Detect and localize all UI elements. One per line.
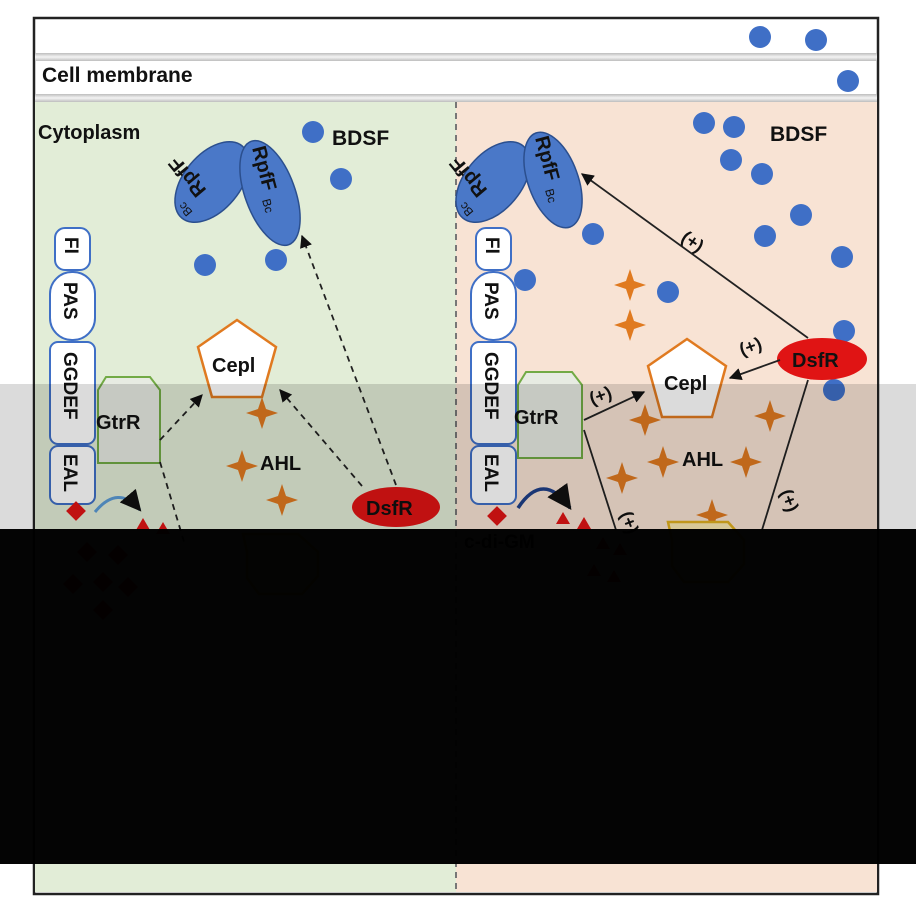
ahl-star-icon — [696, 499, 728, 531]
right-domain-pas-label: PAS — [480, 282, 501, 320]
left-rpff-lobe-a — [174, 140, 250, 224]
right-cepr-receptor — [666, 520, 746, 584]
right-cepl-label: Cepl — [664, 373, 707, 395]
left-cepl-synthase — [196, 318, 278, 399]
right-rpff-lobe-a — [455, 140, 531, 224]
bdsf-molecule — [693, 112, 715, 134]
right-cytoplasm-bg — [456, 102, 877, 892]
right-domain-fi — [475, 227, 512, 271]
bdsf-molecule — [805, 29, 827, 51]
left-cepl-label: Cepl — [212, 355, 255, 377]
ahl-star-icon — [629, 404, 661, 436]
left-domain-eal-label: EAL — [59, 454, 80, 492]
bdsf-molecule — [657, 281, 679, 303]
right-hydrolysis-arrow — [516, 482, 572, 510]
right-rpff-sub-a: Bc — [457, 199, 477, 219]
right-domain-eal — [470, 445, 517, 505]
left-ahl-label: AHL — [260, 453, 301, 475]
bdsf-molecule — [302, 121, 324, 143]
bdsf-molecule — [330, 168, 352, 190]
left-arrow-dsfr-to-rpff — [300, 234, 397, 486]
bdsf-molecule — [265, 249, 287, 271]
bdsf-molecule — [837, 70, 859, 92]
left-domain-fi-label: FI — [60, 237, 81, 254]
left-domain-eal — [49, 445, 96, 505]
pgpg-triangle-icon — [136, 518, 150, 530]
left-rpff-sub-b: Bc — [259, 197, 276, 214]
left-rpff-enzyme: RpfF Bc RpfF Bc — [165, 139, 301, 247]
left-rpff-lobe-b — [239, 139, 301, 247]
right-domain-stack: FI PAS GGDEF EAL — [470, 227, 517, 505]
right-dsfr-label: DsfR — [792, 350, 839, 372]
right-cepl-synthase — [646, 337, 728, 419]
right-gtrr-protein — [517, 371, 583, 459]
bdsf-molecule — [754, 225, 776, 247]
ahl-star-icon — [647, 446, 679, 478]
bdsf-molecule — [831, 246, 853, 268]
right-domain-fi-label: FI — [481, 237, 502, 254]
ahl-star-icon — [730, 446, 762, 478]
left-gtrr-label: GtrR — [96, 412, 141, 434]
bdsf-molecule — [790, 204, 812, 226]
bdsf-molecule — [833, 320, 855, 342]
ahl-star-icon — [614, 309, 646, 341]
right-cdigmp-label: c-di-GM — [464, 532, 535, 553]
right-dsfr-receptor — [777, 338, 867, 380]
right-rpff-enzyme: RpfF Bc RpfF Bc — [446, 131, 583, 229]
left-hydrolysis-arrow — [93, 488, 142, 513]
cdigmp-diamond-icon — [487, 506, 507, 526]
left-rpff-sub-a: Bc — [176, 199, 196, 219]
ahl-star-icon — [266, 484, 298, 516]
cytoplasm-label: Cytoplasm — [38, 122, 140, 144]
ahl-star-icon — [606, 462, 638, 494]
membrane-label: Cell membrane — [42, 64, 193, 87]
membrane-bottom-band — [35, 94, 877, 102]
right-arrow-gtrr-to-cepl — [583, 391, 646, 421]
left-dsfr-receptor — [352, 487, 440, 527]
bdsf-molecule — [582, 223, 604, 245]
left-dsfr-label: DsfR — [366, 498, 413, 520]
right-arrow-dsfr-to-cepl — [728, 359, 781, 381]
bdsf-molecule — [723, 116, 745, 138]
left-domain-stack: FI PAS GGDEF EAL — [49, 227, 96, 505]
right-domain-eal-label: EAL — [480, 454, 501, 492]
right-domain-ggdef — [470, 341, 517, 445]
right-rpff-sub-b: Bc — [542, 187, 559, 204]
bdsf-molecule — [514, 269, 536, 291]
right-rpff-lobe-b — [523, 131, 583, 229]
left-domain-fi — [54, 227, 91, 271]
bdsf-molecule — [194, 254, 216, 276]
pgpg-triangle-icon — [577, 517, 591, 529]
right-line-gtrr-down — [583, 429, 617, 531]
right-ahl-label: AHL — [682, 449, 723, 471]
left-domain-ggdef — [49, 341, 96, 445]
right-domain-pas — [470, 271, 517, 341]
left-arrow-gtrr-down — [159, 461, 186, 546]
membrane-top-band — [35, 53, 877, 61]
bdsf-molecule — [751, 163, 773, 185]
ahl-star-icon — [614, 269, 646, 301]
left-domain-pas — [49, 271, 96, 341]
right-line-dsfr-down — [761, 379, 809, 531]
ahl-star-icon — [754, 400, 786, 432]
bdsf-molecule — [823, 379, 845, 401]
right-arrow-dsfr-to-rpff — [580, 173, 809, 339]
left-cepr-receptor — [241, 532, 320, 596]
right-gtrr-label: GtrR — [514, 407, 559, 429]
right-bdsf-label: BDSF — [770, 123, 827, 146]
ahl-star-icon — [246, 397, 278, 429]
bdsf-molecule — [720, 149, 742, 171]
left-domain-pas-label: PAS — [59, 282, 80, 320]
left-bdsf-label: BDSF — [332, 127, 389, 150]
bdsf-molecule — [749, 26, 771, 48]
pgpg-triangle-icon — [556, 512, 570, 524]
ahl-star-icon — [226, 450, 258, 482]
right-domain-ggdef-label: GGDEF — [480, 352, 501, 420]
left-domain-ggdef-label: GGDEF — [59, 352, 80, 420]
